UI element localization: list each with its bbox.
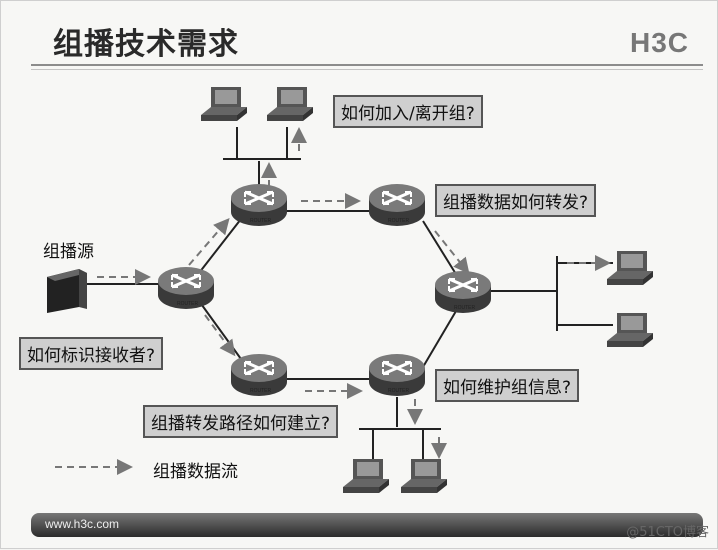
svg-text:ROUTER: ROUTER [454,305,476,311]
router-icon: ROUTER [156,265,216,311]
svg-text:ROUTER: ROUTER [250,218,272,224]
title-divider-thin [31,69,703,70]
router-icon: ROUTER [229,352,289,398]
receiver-pc-icon [267,87,313,121]
svg-text:ROUTER: ROUTER [388,218,410,224]
label-maintain-group: 如何维护组信息? [435,369,580,402]
router-icon: ROUTER [367,352,427,398]
title-divider [31,64,703,66]
legend-flow-label: 组播数据流 [153,462,238,482]
receiver-pc-icon [607,313,653,347]
svg-text:ROUTER: ROUTER [250,388,272,394]
label-build-path: 组播转发路径如何建立? [143,405,339,438]
svg-text:ROUTER: ROUTER [177,301,199,307]
watermark: @51CTO博客 [626,525,709,540]
page-title: 组播技术需求 [53,27,239,62]
router-icon: ROUTER [433,269,493,315]
h3c-logo: H3C [629,27,689,58]
multicast-flow-arrows [55,127,611,475]
receiver-pc-icon [401,459,447,493]
label-source: 组播源 [43,242,94,262]
receiver-pc-icon [607,251,653,285]
label-identify-receiver: 如何标识接收者? [19,337,164,370]
label-join-leave: 如何加入/离开组? [333,95,483,128]
receiver-pc-icon [343,459,389,493]
router-icon: ROUTER [229,182,289,228]
multicast-source-server-icon [47,269,87,313]
label-forward: 组播数据如何转发? [435,184,597,217]
footer-bar [31,513,703,537]
receiver-pc-icon [201,87,247,121]
footer-url: www.h3c.com [45,517,120,531]
network-links [85,127,613,459]
svg-text:ROUTER: ROUTER [388,388,410,394]
router-icon: ROUTER [367,182,427,228]
